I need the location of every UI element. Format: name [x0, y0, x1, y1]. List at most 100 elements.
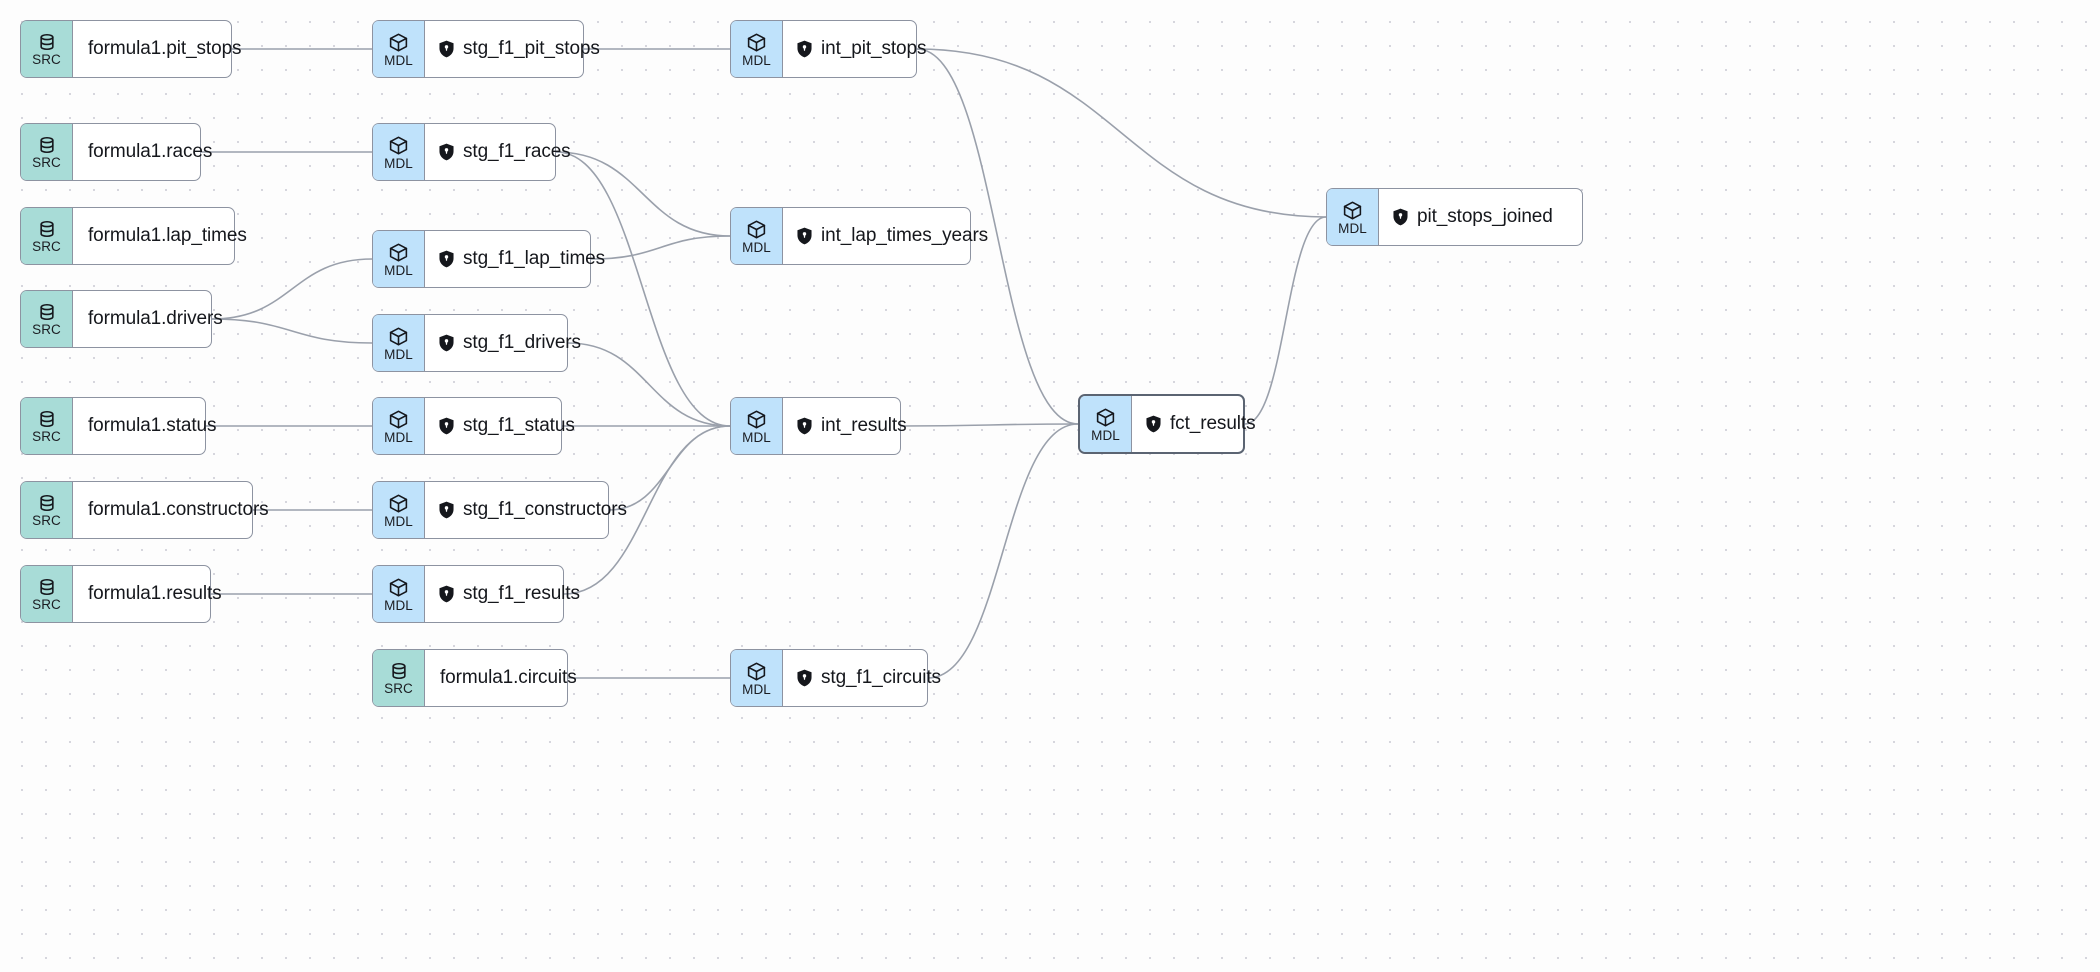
cube-icon [389, 32, 408, 52]
node-body: stg_f1_circuits [783, 650, 957, 706]
graph-node-fct_results[interactable]: MDL fct_results [1078, 394, 1256, 454]
model-badge: MDL [731, 208, 783, 264]
model-badge: MDL [731, 398, 783, 454]
source-badge: SRC [21, 398, 73, 454]
badge-label: MDL [384, 346, 413, 362]
node-label: stg_f1_lap_times [463, 248, 606, 269]
graph-node-stg_constructors[interactable]: MDL stg_f1_constructors [372, 481, 627, 539]
node-label: stg_f1_pit_stops [463, 38, 600, 59]
database-cylinder-icon [39, 136, 54, 154]
node-label: int_pit_stops [821, 38, 927, 59]
source-badge: SRC [21, 482, 73, 538]
node-body: pit_stops_joined [1379, 189, 1582, 245]
node-body: stg_f1_constructors [425, 482, 643, 538]
node-label: stg_f1_races [463, 141, 571, 162]
model-badge: MDL [373, 482, 425, 538]
node-label: stg_f1_drivers [463, 332, 581, 353]
cube-icon [747, 409, 766, 429]
graph-node-pit_stops_joined[interactable]: MDL pit_stops_joined [1326, 188, 1583, 246]
cube-icon [1096, 407, 1115, 427]
node-body: formula1.status [73, 398, 232, 454]
source-badge: SRC [21, 124, 73, 180]
badge-label: MDL [1338, 220, 1367, 236]
shield-lock-icon [439, 143, 454, 161]
badge-label: SRC [384, 681, 413, 696]
graph-node-src_races[interactable]: SRC formula1.races [20, 123, 212, 181]
graph-node-stg_races[interactable]: MDL stg_f1_races [372, 123, 571, 181]
model-badge: MDL [373, 124, 425, 180]
node-label: formula1.constructors [88, 499, 269, 520]
shield-lock-icon [439, 585, 454, 603]
shield-lock-icon [797, 227, 812, 245]
badge-label: MDL [1091, 427, 1120, 443]
shield-lock-icon [439, 501, 454, 519]
cube-icon [747, 219, 766, 239]
badge-label: MDL [742, 429, 771, 445]
shield-lock-icon [797, 669, 812, 687]
database-cylinder-icon [391, 662, 406, 680]
badge-label: SRC [32, 513, 61, 528]
node-body: formula1.drivers [73, 291, 239, 347]
node-label: stg_f1_results [463, 583, 580, 604]
edge-int_pit_stops-to-pit_stops_joined [916, 48, 1327, 218]
graph-node-src_circuits[interactable]: SRC formula1.circuits [372, 649, 577, 707]
badge-label: MDL [384, 513, 413, 529]
graph-node-src_constructors[interactable]: SRC formula1.constructors [20, 481, 269, 539]
cube-icon [389, 135, 408, 155]
shield-lock-icon [797, 40, 812, 58]
database-cylinder-icon [39, 410, 54, 428]
node-body: stg_f1_results [425, 566, 596, 622]
graph-node-stg_pit_stops[interactable]: MDL stg_f1_pit_stops [372, 20, 600, 78]
graph-node-src_status[interactable]: SRC formula1.status [20, 397, 217, 455]
node-body: stg_f1_drivers [425, 315, 597, 371]
node-body: formula1.races [73, 124, 228, 180]
node-label: fct_results [1170, 413, 1256, 434]
source-badge: SRC [373, 650, 425, 706]
graph-node-int_lap_times_yrs[interactable]: MDL int_lap_times_years [730, 207, 988, 265]
badge-label: SRC [32, 239, 61, 254]
node-body: stg_f1_status [425, 398, 591, 454]
badge-label: MDL [384, 429, 413, 445]
source-badge: SRC [21, 21, 73, 77]
node-body: fct_results [1132, 396, 1272, 452]
badge-label: SRC [32, 155, 61, 170]
node-label: formula1.races [88, 141, 213, 162]
badge-label: MDL [742, 239, 771, 255]
edge-int_results-to-fct_results [900, 423, 1079, 427]
graph-node-int_pit_stops[interactable]: MDL int_pit_stops [730, 20, 926, 78]
shield-lock-icon [797, 417, 812, 435]
node-body: stg_f1_races [425, 124, 587, 180]
node-body: stg_f1_lap_times [425, 231, 621, 287]
edge-fct_results-to-pit_stops_joined [1244, 216, 1327, 425]
shield-lock-icon [439, 250, 454, 268]
edge-stg_races-to-int_results [555, 151, 731, 427]
badge-label: SRC [32, 597, 61, 612]
cube-icon [389, 493, 408, 513]
node-label: int_lap_times_years [821, 225, 989, 246]
edge-stg_circuits-to-fct_results [927, 423, 1079, 679]
graph-node-stg_drivers[interactable]: MDL stg_f1_drivers [372, 314, 581, 372]
node-body: formula1.circuits [425, 650, 593, 706]
model-badge: MDL [1327, 189, 1379, 245]
shield-lock-icon [439, 417, 454, 435]
node-label: formula1.circuits [440, 667, 577, 688]
source-badge: SRC [21, 566, 73, 622]
cube-icon [747, 661, 766, 681]
badge-label: SRC [32, 52, 61, 67]
badge-label: MDL [384, 52, 413, 68]
shield-lock-icon [1146, 415, 1161, 433]
node-label: formula1.status [88, 415, 217, 436]
badge-label: MDL [742, 52, 771, 68]
node-label: stg_f1_constructors [463, 499, 627, 520]
